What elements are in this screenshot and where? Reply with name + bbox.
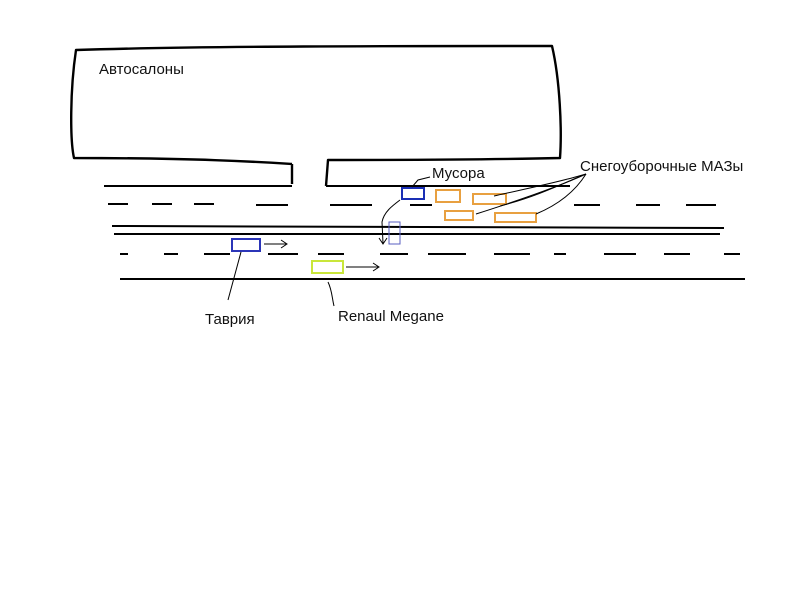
police-path-arrow bbox=[378, 199, 401, 245]
lane-dashes-top bbox=[108, 203, 716, 206]
snowplow-leader-lines bbox=[475, 173, 587, 215]
snowplow-1 bbox=[435, 189, 461, 203]
police-car-moved bbox=[388, 221, 401, 245]
tavria-label: Таврия bbox=[205, 311, 255, 328]
police-car bbox=[401, 187, 425, 200]
tavria-direction-arrow bbox=[264, 239, 288, 249]
tavria-leader-line bbox=[227, 251, 242, 301]
road-median-upper bbox=[111, 225, 725, 229]
renault-label: Renaul Megane bbox=[338, 308, 444, 325]
dealership-building-outline bbox=[70, 44, 562, 187]
snowplows bbox=[435, 189, 537, 223]
road-edges bbox=[104, 185, 745, 280]
renault-direction-arrow bbox=[346, 262, 380, 272]
police-leader-line bbox=[411, 176, 431, 188]
police-label: Мусора bbox=[432, 165, 485, 182]
snowplow-4 bbox=[494, 212, 537, 223]
renault-leader-line bbox=[327, 281, 335, 307]
renault-car bbox=[311, 260, 344, 274]
snowplow-3 bbox=[444, 210, 474, 221]
snowplows-label: Снегоуборочные МАЗы bbox=[580, 158, 743, 175]
building-label: Автосалоны bbox=[99, 61, 184, 78]
tavria-car bbox=[231, 238, 261, 252]
snowplow-2 bbox=[472, 193, 507, 205]
